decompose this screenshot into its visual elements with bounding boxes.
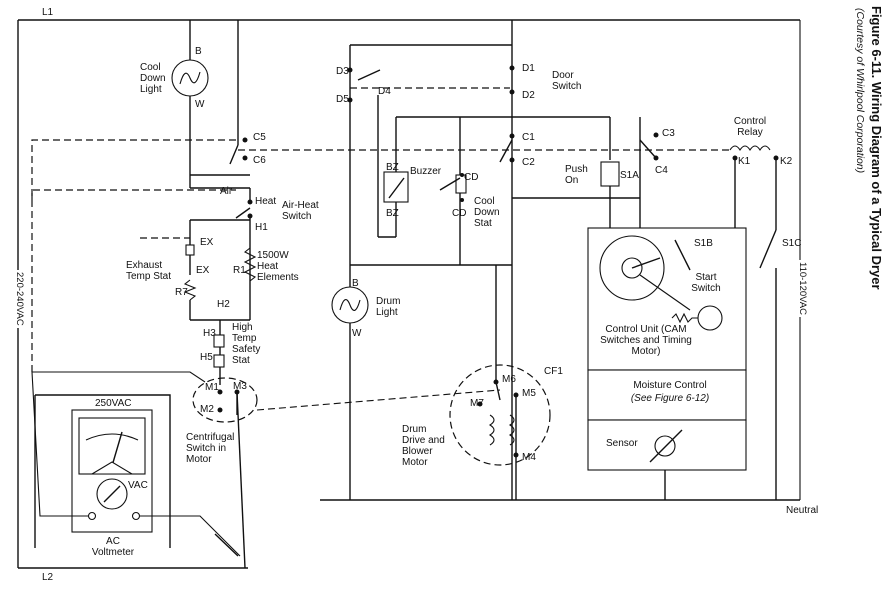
terminal-bz2: BZ xyxy=(386,208,399,219)
terminal-c3: C3 xyxy=(662,128,675,139)
label-voltmeter: AC Voltmeter xyxy=(91,536,135,558)
label-neutral: Neutral xyxy=(786,505,819,516)
label-voltmeter-range: 250VAC xyxy=(95,398,132,409)
label-control-relay: Control Relay xyxy=(733,116,767,138)
buzzer-icon xyxy=(378,117,409,238)
terminal-h2: H2 xyxy=(217,299,230,310)
terminal-r7: R7 xyxy=(175,287,188,298)
terminal-b-top: B xyxy=(195,46,202,57)
terminal-m5: M5 xyxy=(522,388,536,399)
high-temp-safety-stat xyxy=(213,320,225,385)
label-centrifugal-switch: Centrifugal Switch in Motor xyxy=(186,432,235,465)
terminal-s1c: S1C xyxy=(782,238,802,249)
terminal-b-drum: B xyxy=(352,278,359,289)
label-cool-down-stat: Cool Down Stat xyxy=(474,196,500,229)
terminal-m1: M1 xyxy=(205,382,219,393)
terminal-s1b: S1B xyxy=(694,238,713,249)
label-buzzer: Buzzer xyxy=(410,166,442,177)
centrifugal-switch xyxy=(192,377,501,569)
terminal-h1: H1 xyxy=(255,222,268,233)
terminal-c2: C2 xyxy=(522,157,535,168)
door-switch xyxy=(347,20,515,500)
terminal-w-drum: W xyxy=(352,328,362,339)
voltmeter-icon xyxy=(31,371,241,557)
label-heat-elements: 1500W Heat Elements xyxy=(257,250,299,283)
label-control-unit: Control Unit (CAM Switches and Timing Mo… xyxy=(600,324,692,357)
switch-c5-c6 xyxy=(229,137,248,165)
push-on-switch xyxy=(600,117,620,230)
drum-light-icon xyxy=(331,286,369,324)
terminal-c5: C5 xyxy=(253,132,266,143)
label-drum-light: Drum Light xyxy=(376,296,401,318)
cool-down-light-icon xyxy=(171,20,250,176)
switch-c1-c2 xyxy=(499,133,640,199)
label-exhaust-temp-stat: Exhaust Temp Stat xyxy=(126,260,172,282)
label-sensor: Sensor xyxy=(606,438,638,449)
terminal-d1: D1 xyxy=(522,63,535,74)
control-unit-box xyxy=(587,227,747,371)
figure-title: Figure 6-11. Wiring Diagram of a Typical… xyxy=(869,6,884,290)
terminal-d4: D4 xyxy=(378,86,391,97)
moisture-control-box xyxy=(587,369,747,421)
terminal-m6: M6 xyxy=(502,374,516,385)
terminal-m4: M4 xyxy=(522,452,536,463)
label-cool-down-light: Cool Down Light xyxy=(140,62,166,95)
label-air-heat-switch: Air-Heat Switch xyxy=(282,200,319,222)
label-drum-drive-motor: Drum Drive and Blower Motor xyxy=(402,424,445,468)
label-heat: Heat xyxy=(255,196,277,207)
cool-down-stat-icon xyxy=(350,116,610,266)
label-220-240vac: 220-240VAC xyxy=(14,270,25,328)
label-moisture-control: Moisture Control xyxy=(633,380,707,391)
terminal-c4: C4 xyxy=(655,165,668,176)
label-push-on: Push On xyxy=(565,164,588,186)
terminal-c1: C1 xyxy=(522,132,535,143)
air-heat-switch xyxy=(189,175,253,320)
terminal-d2: D2 xyxy=(522,90,535,101)
terminal-r1: R1 xyxy=(233,265,246,276)
terminal-m2: M2 xyxy=(200,404,214,415)
terminal-cf1: CF1 xyxy=(544,366,563,377)
label-air: Air xyxy=(220,186,233,197)
terminal-m3: M3 xyxy=(233,381,247,392)
drum-motor-icon xyxy=(449,265,551,500)
label-high-temp-safety-stat: High Temp Safety Stat xyxy=(232,322,261,366)
label-moisture-ref: (See Figure 6-12) xyxy=(630,393,710,404)
label-voltmeter-dial: VAC xyxy=(128,480,148,491)
terminal-d5: D5 xyxy=(336,94,349,105)
terminal-m7: M7 xyxy=(470,398,484,409)
label-l1: L1 xyxy=(42,7,54,18)
label-110-120vac: 110-120VAC xyxy=(797,260,808,317)
terminal-ex2: EX xyxy=(196,265,210,276)
terminal-k2: K2 xyxy=(780,156,793,167)
label-door-switch: Door Switch xyxy=(552,70,582,92)
terminal-cd1: CD xyxy=(464,172,479,183)
label-start-switch: Start Switch xyxy=(691,272,721,294)
terminal-ex1: EX xyxy=(200,237,214,248)
mechanical-linkages xyxy=(31,87,730,372)
figure-credit: (Courtesy of Whirlpool Corporation) xyxy=(854,8,866,174)
terminal-c6: C6 xyxy=(253,155,266,166)
sensor-box xyxy=(587,419,747,500)
exhaust-temp-stat xyxy=(183,220,197,320)
terminal-k1: K1 xyxy=(738,156,751,167)
terminal-h5: H5 xyxy=(200,352,213,363)
label-l2: L2 xyxy=(42,572,54,583)
terminal-cd2: CD xyxy=(452,208,467,219)
terminal-h3: H3 xyxy=(203,328,216,339)
terminal-d3: D3 xyxy=(336,66,349,77)
terminal-bz1: BZ xyxy=(386,162,399,173)
terminal-s1a: S1A xyxy=(620,170,639,181)
terminal-w-top: W xyxy=(195,99,205,110)
